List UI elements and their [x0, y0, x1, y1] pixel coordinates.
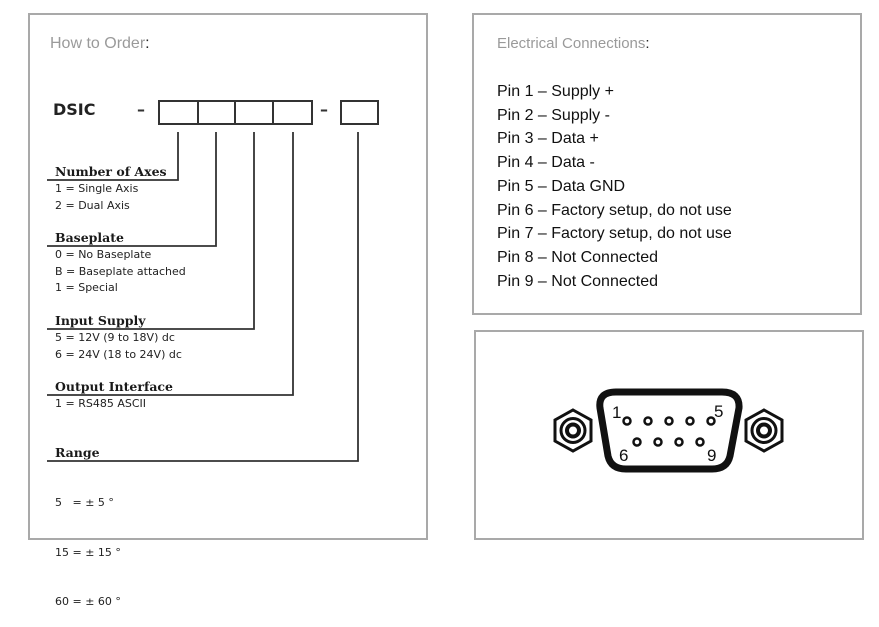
code-separator-1: –: [137, 100, 145, 119]
pin-1-label: 1: [612, 403, 621, 422]
pin-item: Pin 5 – Data GND: [497, 177, 626, 195]
code-box-5: [340, 100, 379, 125]
section-options-baseplate: 0 = No Baseplate B = Baseplate attached …: [55, 247, 186, 297]
option-item: 5 = 12V (9 to 18V) dc: [55, 331, 175, 344]
option-item: 60 = ± 60 °: [55, 595, 121, 608]
pin-4-contact: [685, 416, 695, 426]
code-box-4: [272, 100, 313, 125]
leader-line-input-supply: [47, 132, 255, 330]
section-heading-axes: Number of Axes: [55, 164, 167, 179]
section-heading-baseplate: Baseplate: [55, 230, 124, 245]
code-separator-2: –: [320, 100, 328, 119]
left-hex-nut-icon: [553, 408, 593, 453]
pin-item: Pin 1 – Supply +: [497, 83, 614, 100]
pin-item: Pin 7 – Factory setup, do not use: [497, 225, 732, 243]
section-options-axes: 1 = Single Axis 2 = Dual Axis: [55, 181, 138, 214]
pin-9-contact: [695, 437, 705, 447]
leader-line-axes: [47, 132, 179, 181]
pin-2-contact: [643, 416, 653, 426]
section-heading-output-interface: Output Interface: [55, 379, 173, 394]
leader-line-output-interface: [47, 132, 294, 396]
order-code-diagram: [47, 100, 379, 462]
option-item: 1 = Single Axis: [55, 182, 139, 195]
option-item: 1 = Special: [55, 281, 118, 294]
pin-3-contact: [664, 416, 674, 426]
pin-item: Pin 2 – Supply -: [497, 106, 610, 124]
how-to-order-title: How to Order:: [50, 35, 150, 53]
section-heading-range: Range: [55, 445, 100, 460]
pin-9-label: 9: [707, 446, 716, 465]
pin-6-contact: [632, 437, 642, 447]
leader-line-baseplate: [47, 132, 217, 247]
d-shell-outline: [596, 388, 743, 473]
section-options-input-supply: 5 = 12V (9 to 18V) dc 6 = 24V (18 to 24V…: [55, 330, 182, 363]
how-to-order-title-text: How to Order: [50, 35, 146, 52]
section-options-output-interface: 1 = RS485 ASCII: [55, 396, 146, 413]
pin-1-contact: [622, 416, 632, 426]
pin-7-contact: [653, 437, 663, 447]
pin-item: Pin 4 – Data -: [497, 154, 595, 172]
pin-item: Pin 8 – Not Connected: [497, 248, 658, 266]
pin-5-contact: [706, 416, 716, 426]
connector-diagram-panel: [474, 330, 864, 540]
pin-item: Pin 6 – Factory setup, do not use: [497, 201, 732, 219]
option-item: 1 = RS485 ASCII: [55, 397, 147, 410]
right-hex-nut-icon: [744, 408, 784, 453]
option-item: 5 = ± 5 °: [55, 496, 114, 509]
option-item: 15 = ± 15 °: [55, 545, 121, 559]
title-colon: :: [645, 35, 650, 52]
pin-8-contact: [674, 437, 684, 447]
pin-5-label: 5: [714, 402, 723, 421]
pin-6-label: 6: [619, 446, 628, 465]
electrical-connections-title-text: Electrical Connections: [497, 35, 646, 52]
electrical-connections-title: Electrical Connections:: [497, 35, 650, 52]
model-code: DSIC: [53, 100, 96, 119]
option-item: 2 = Dual Axis: [55, 198, 130, 212]
section-heading-input-supply: Input Supply: [55, 313, 146, 328]
pin-list: Pin 1 – Supply + Pin 2 – Supply - Pin 3 …: [497, 80, 732, 293]
option-item: B = Baseplate attached: [55, 264, 186, 278]
pin-item: Pin 9 – Not Connected: [497, 272, 658, 290]
leader-line-range: [47, 132, 359, 462]
db9-connector-illustration: 1 5 6 9: [553, 388, 784, 473]
electrical-connections-panel: Electrical Connections: Pin 1 – Supply +…: [472, 13, 862, 315]
title-colon: :: [145, 35, 150, 52]
option-item: 0 = No Baseplate: [55, 248, 152, 261]
option-item: 6 = 24V (18 to 24V) dc: [55, 347, 182, 361]
pin-item: Pin 3 – Data +: [497, 130, 599, 148]
